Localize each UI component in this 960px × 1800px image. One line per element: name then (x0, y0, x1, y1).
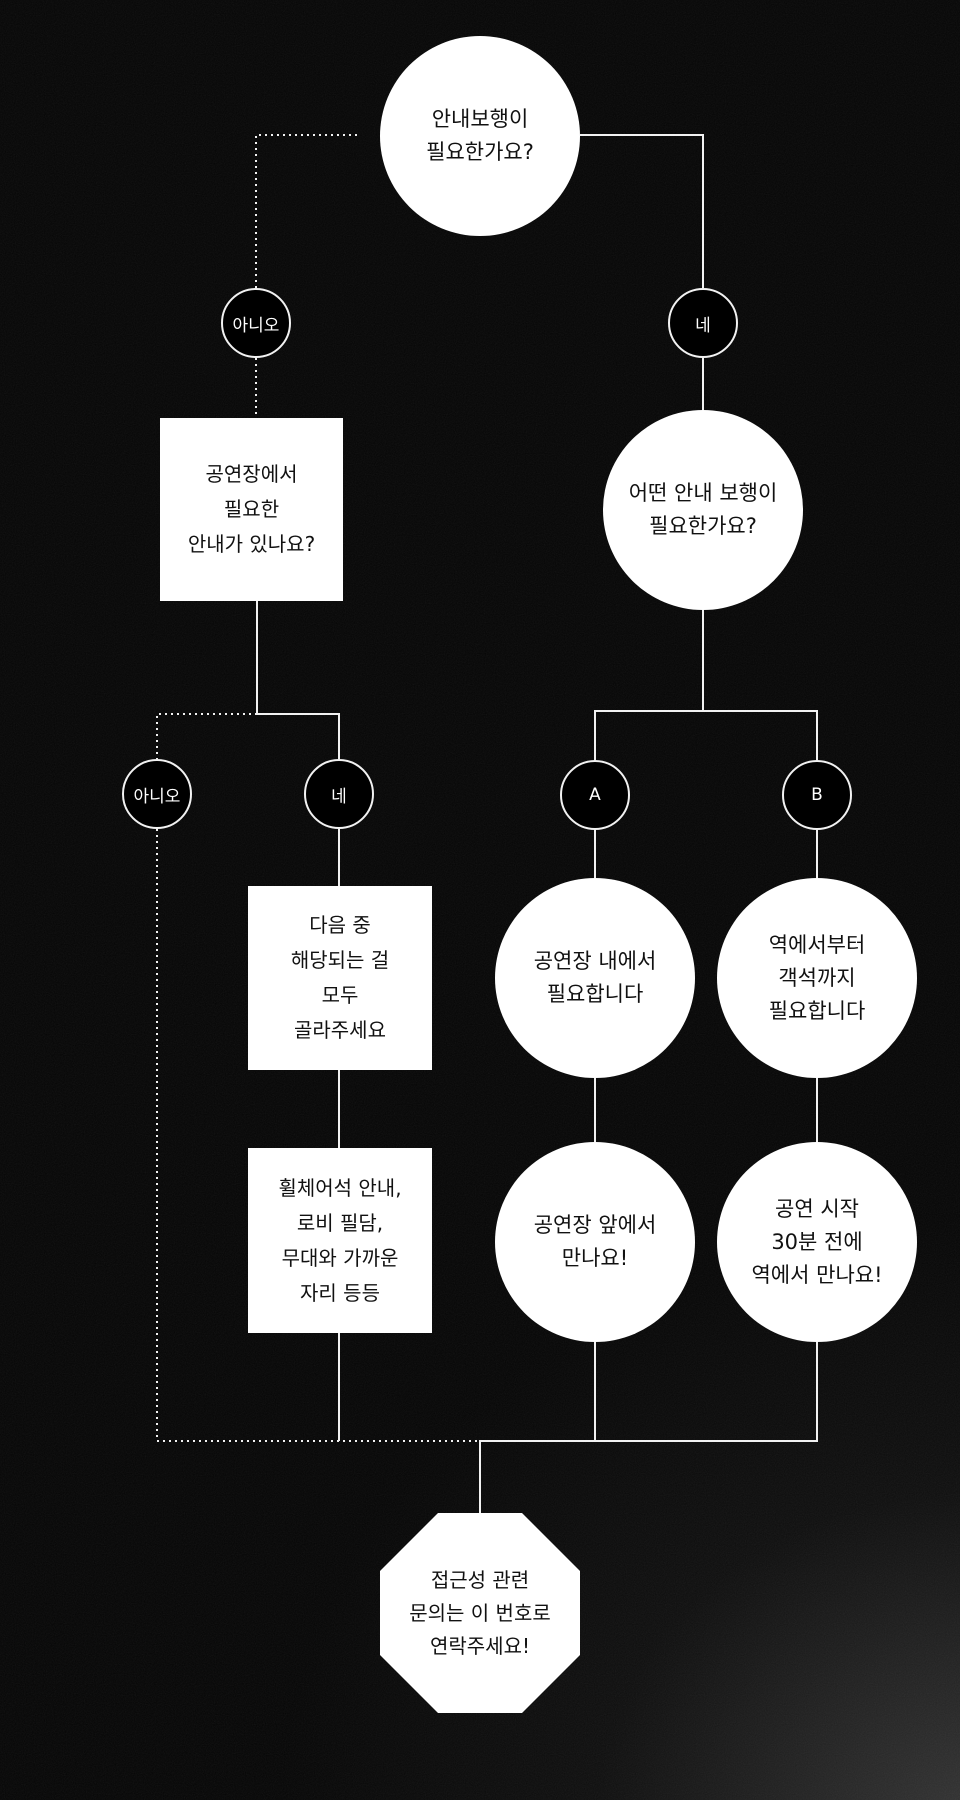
answer-no-2-label: 아니오 (133, 786, 181, 807)
end-contact-node: 접근성 관련 문의는 이 번호로 연락주세요! (380, 1513, 580, 1713)
answer-no-1: 아니오 (221, 288, 291, 358)
answer-yes-1-label: 네 (695, 315, 711, 336)
examples-label: 휠체어석 안내, 로비 필담, 무대와 가까운 자리 등등 (278, 1175, 402, 1305)
connector-venue-no (156, 713, 257, 759)
answer-yes-2-label: 네 (331, 786, 347, 807)
select-all-label: 다음 중 해당되는 걸 모두 골라주세요 (290, 913, 390, 1042)
option-a-description: 공연장 내에서 필요합니다 (495, 878, 695, 1078)
option-b-description-label: 역에서부터 객석까지 필요합니다 (768, 932, 866, 1023)
option-b-meeting-label: 공연 시작 30분 전에 역에서 만나요! (751, 1196, 883, 1287)
connector-venue-yes (256, 601, 340, 759)
option-a-meeting: 공연장 앞에서 만나요! (495, 1142, 695, 1342)
start-node-label: 안내보행이 필요한가요? (426, 107, 534, 164)
option-a-node: A (560, 760, 630, 830)
option-b-description: 역에서부터 객석까지 필요합니다 (717, 878, 917, 1078)
venue-question-node: 공연장에서 필요한 안내가 있나요? (160, 418, 343, 601)
option-b-meeting: 공연 시작 30분 전에 역에서 만나요! (717, 1142, 917, 1342)
answer-yes-2: 네 (304, 759, 374, 829)
option-a-label: A (589, 785, 601, 805)
option-a-meeting-label: 공연장 앞에서 만나요! (533, 1213, 657, 1270)
end-contact-label: 접근성 관련 문의는 이 번호로 연락주세요! (409, 1567, 551, 1658)
connector-no-merge (156, 829, 480, 1442)
venue-question-label: 공연장에서 필요한 안내가 있나요? (187, 462, 316, 556)
examples-node: 휠체어석 안내, 로비 필담, 무대와 가까운 자리 등등 (248, 1148, 432, 1333)
select-all-node: 다음 중 해당되는 걸 모두 골라주세요 (248, 886, 432, 1070)
which-guide-node: 어떤 안내 보행이 필요한가요? (603, 410, 803, 610)
answer-no-2: 아니오 (122, 759, 192, 829)
answer-no-1-label: 아니오 (232, 315, 280, 336)
start-node-guide-needed: 안내보행이 필요한가요? (380, 36, 580, 236)
option-a-description-label: 공연장 내에서 필요합니다 (533, 949, 657, 1006)
which-guide-label: 어떤 안내 보행이 필요한가요? (628, 481, 778, 538)
option-b-label: B (811, 785, 823, 805)
answer-yes-1: 네 (668, 288, 738, 358)
connector-ab-bar (594, 710, 818, 760)
connector-start-no (255, 134, 357, 288)
connector-b-merge (479, 1342, 818, 1513)
option-b-node: B (782, 760, 852, 830)
connector-start-yes (580, 134, 704, 288)
